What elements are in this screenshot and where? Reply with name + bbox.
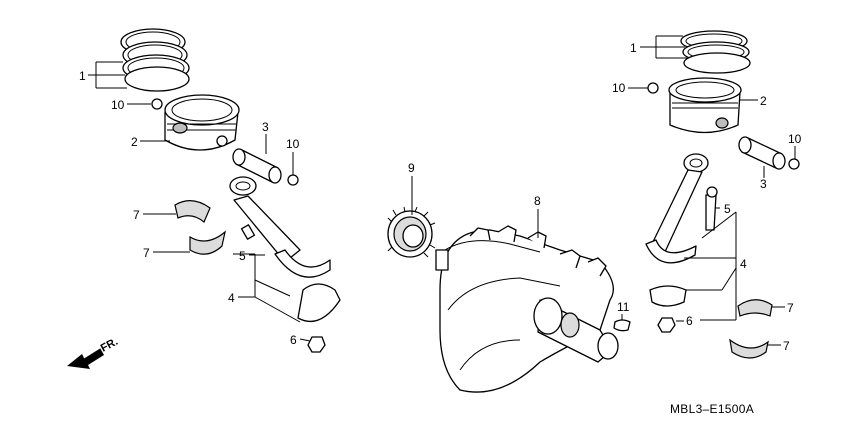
arrow-left-icon	[67, 348, 104, 369]
callout-9: 9	[408, 161, 415, 175]
left-piston	[164, 94, 240, 151]
callout-10-left-pin: 10	[286, 137, 300, 151]
right-callouts: 1 10 2 10 3 5 4 11 6 7 7	[612, 35, 802, 353]
callout-3-right: 3	[760, 177, 767, 191]
right-piston	[668, 77, 742, 134]
callout-3-left: 3	[262, 120, 269, 134]
callout-5-right: 5	[724, 202, 731, 216]
callout-2-left: 2	[131, 135, 138, 149]
primary-drive-gear	[387, 206, 436, 258]
right-lower-bearing	[729, 338, 769, 359]
callout-5-left: 5	[239, 249, 246, 263]
left-upper-bearing	[174, 200, 211, 223]
crankshaft	[435, 225, 619, 393]
right-piston-pin-clip	[788, 158, 800, 170]
crank-key	[613, 319, 631, 332]
left-callouts: 1 10 2 3 10 7 7 5 4 6	[79, 61, 311, 347]
callout-4-left: 4	[228, 291, 235, 305]
callout-10-left: 10	[111, 98, 125, 112]
left-piston-clip-top	[151, 98, 163, 110]
right-rod-nut	[657, 317, 676, 333]
callout-6-left: 6	[290, 333, 297, 347]
right-upper-bearing	[737, 299, 773, 317]
callout-7-left-bottom: 7	[143, 246, 150, 260]
right-piston-clip-top	[647, 82, 659, 94]
right-piston-pin	[738, 136, 786, 170]
left-piston-pin	[232, 148, 282, 184]
left-piston-pin-clip	[287, 174, 299, 186]
callout-11: 11	[617, 300, 630, 314]
callout-7-right-top: 7	[787, 301, 794, 315]
callout-6-right: 6	[686, 314, 693, 328]
callout-7-left-top: 7	[133, 208, 140, 222]
left-piston-rings	[120, 28, 190, 92]
callout-1-left: 1	[79, 69, 86, 83]
diagram-code: MBL3–E1500A	[670, 402, 754, 416]
right-connecting-rod	[645, 153, 718, 307]
right-piston-rings	[680, 30, 751, 74]
front-direction-label: FR.	[99, 336, 120, 355]
callout-4-right: 4	[740, 257, 747, 271]
left-lower-bearing	[189, 230, 226, 255]
callout-1-right: 1	[630, 41, 637, 55]
callout-2-right: 2	[760, 94, 767, 108]
front-direction-arrow: FR.	[67, 336, 120, 369]
callout-7-right-bottom: 7	[783, 339, 790, 353]
callout-10-right: 10	[612, 81, 626, 95]
callout-8: 8	[534, 194, 541, 208]
left-connecting-rod	[229, 176, 341, 323]
left-rod-nut	[307, 336, 326, 353]
callout-10-right-pin: 10	[788, 132, 802, 146]
